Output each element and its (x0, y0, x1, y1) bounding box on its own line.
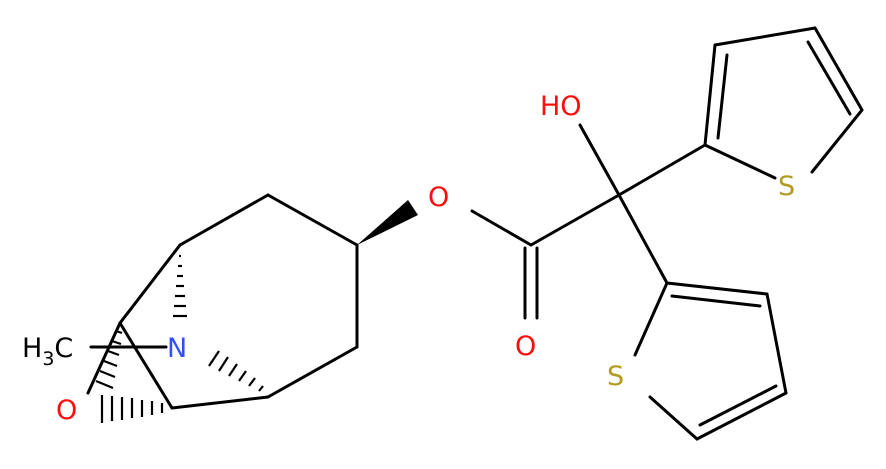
bond-c1-c7 (118, 243, 182, 325)
hash-bond-c6-o (100, 395, 164, 423)
thiophene-top (703, 26, 864, 180)
ester-bonds (470, 123, 707, 320)
epoxide-oxygen-label: O (56, 395, 77, 426)
bond-c4-c5 (266, 345, 359, 399)
bond-carbonyl-c-alpha (529, 193, 621, 247)
bond-alpha-thiophene-bottom (617, 193, 669, 285)
hash-bond-c5-n (208, 350, 264, 392)
sulfur-bottom-label: S (607, 361, 624, 392)
bond-alpha-oh (578, 123, 621, 197)
wedge-bond-c3-o (357, 200, 418, 245)
bond-alpha-thiophene-top (617, 143, 707, 197)
bond-c7-o-epoxide (86, 321, 122, 395)
bond-c2-c3 (266, 193, 359, 247)
bond-c6-c5 (170, 395, 270, 410)
tropane-bonds (86, 193, 359, 410)
bond-c1-c2 (178, 193, 270, 247)
methyl-label: H3C (22, 333, 73, 370)
carbonyl-oxygen-label: O (515, 331, 536, 362)
bond-o-carbonyl-c (470, 209, 533, 247)
thiophene-bottom (633, 281, 788, 441)
nitrogen-atom-label: N (167, 333, 187, 364)
sulfur-top-label: S (778, 171, 795, 202)
hash-bond-c7-left (95, 329, 123, 390)
hash-bond-c1-n (173, 254, 187, 318)
hydroxyl-label: HO (540, 91, 582, 122)
bond-c7-c6 (118, 321, 174, 410)
ester-oxygen-label: O (428, 182, 449, 213)
